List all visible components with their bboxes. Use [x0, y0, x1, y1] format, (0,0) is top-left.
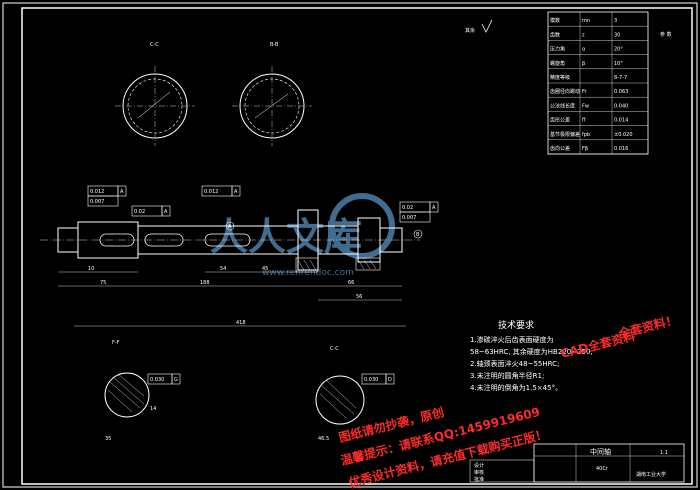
svg-text:G: G [174, 377, 178, 383]
gear-table-cell: 0.063 [614, 89, 628, 95]
gear-table-cell: fpb [582, 132, 590, 138]
svg-text:40Cr: 40Cr [596, 466, 609, 472]
svg-text:418: 418 [236, 320, 246, 326]
gear-table-cell: ff [582, 118, 586, 124]
svg-text:其余: 其余 [465, 27, 475, 34]
gear-table-cell: Fr [582, 89, 588, 95]
svg-text:C-C: C-C [150, 42, 159, 48]
section-view-c-top: C-C [115, 42, 195, 146]
gear-table-cell: 压力角 [550, 46, 565, 53]
gear-table-cell: 20° [614, 47, 623, 53]
svg-text:C-C: C-C [330, 346, 339, 352]
title-block: 中间轴 湖南工业大学 1:1 40Cr 设计 审核 批准 [469, 443, 685, 483]
svg-text:B: B [416, 232, 420, 238]
svg-text:188: 188 [200, 280, 210, 286]
gear-table-cell: 30 [614, 32, 620, 38]
svg-text:0.012: 0.012 [90, 189, 104, 195]
svg-text:设计: 设计 [474, 462, 484, 469]
gear-table-cell: 螺旋角 [550, 60, 565, 67]
svg-text:66: 66 [348, 280, 354, 286]
section-view-c-bottom: C-C 0.030 D 46.5 [315, 346, 395, 442]
svg-text:0.030: 0.030 [364, 377, 378, 383]
datum-markers: A B [225, 221, 423, 239]
svg-text:0.030: 0.030 [150, 377, 164, 383]
gear-table-cell: 0.040 [614, 103, 628, 109]
gear-table-cell: Fw [582, 103, 589, 109]
svg-text:10: 10 [88, 266, 94, 272]
gear-table-cell: 0.016 [614, 146, 628, 152]
gear-table-cell: 0.014 [614, 118, 628, 124]
svg-text:0.007: 0.007 [402, 215, 416, 221]
gear-table-cell: 3 [614, 18, 617, 24]
svg-text:54: 54 [220, 266, 226, 272]
tolerance-frames: 0.012 A 0.007 0.02 A 0.012 A 0.02 A 0.00… [87, 185, 439, 223]
svg-text:58~63HRC, 其余硬度为HB220~250;: 58~63HRC, 其余硬度为HB220~250; [470, 347, 593, 356]
svg-text:0.007: 0.007 [90, 199, 104, 205]
gear-table-cell: 公法线长度 [550, 102, 575, 109]
svg-text:46.5: 46.5 [318, 436, 329, 442]
gear-table-cell: 精度等级 [550, 74, 570, 81]
section-view-b-top: B-B [232, 42, 312, 146]
gear-table-cell: 10° [614, 61, 623, 67]
watermark-logo: 人人文库 www.renrendoc.com [210, 193, 395, 278]
gear-table-cell: 齿数 [550, 31, 560, 38]
svg-text:0.02: 0.02 [402, 205, 413, 211]
roughness-mark: 其余 [465, 19, 493, 34]
svg-text:2.轴颈表面淬火48~55HRC;: 2.轴颈表面淬火48~55HRC; [470, 359, 559, 368]
svg-text:审核: 审核 [474, 469, 484, 476]
gear-table-cell: z [582, 32, 585, 38]
gear-table-cell: 基节极限偏差 [550, 131, 580, 138]
svg-text:0.02: 0.02 [134, 209, 145, 215]
gear-table-cell: α [582, 47, 586, 53]
svg-text:www.renrendoc.com: www.renrendoc.com [262, 268, 354, 278]
svg-text:参 数: 参 数 [660, 31, 672, 38]
svg-text:45: 45 [262, 266, 268, 272]
svg-text:A: A [432, 205, 436, 211]
gear-table-cell: 齿向公差 [550, 145, 570, 152]
technical-requirements: 技术要求 1.渗碳淬火后齿表面硬度为 58~63HRC, 其余硬度为HB220~… [470, 319, 593, 392]
shaft-dimensions: 10 75 188 54 45 66 56 418 [58, 266, 406, 327]
svg-text:全套资料！: 全套资料！ [616, 312, 679, 341]
svg-text:B-B: B-B [270, 42, 279, 48]
svg-text:A: A [228, 224, 232, 230]
svg-text:14: 14 [150, 406, 156, 412]
svg-text:0.012: 0.012 [204, 189, 218, 195]
gear-table-cell: 齿形公差 [550, 117, 570, 124]
section-view-f: F-F 0.030 G 35 14 [104, 340, 181, 442]
svg-text:A: A [120, 189, 124, 195]
shaft-main-view [40, 209, 420, 273]
svg-text:D: D [388, 377, 392, 383]
gear-table-cell: ±0.020 [614, 132, 633, 138]
svg-text:人人文库: 人人文库 [210, 215, 362, 259]
svg-text:1:1: 1:1 [660, 450, 668, 456]
gear-table-cell: β [582, 61, 585, 67]
drawing-frame [21, 7, 693, 485]
gear-table-cell: 齿圈径向跳动 [550, 88, 580, 95]
gear-table-cell: Fβ [582, 146, 588, 152]
svg-text:技术要求: 技术要求 [498, 319, 534, 331]
gear-table-cell: 8-7-7 [614, 75, 627, 81]
svg-text:中间轴: 中间轴 [590, 447, 611, 456]
svg-text:A: A [234, 189, 238, 195]
svg-text:批准: 批准 [474, 476, 484, 483]
gear-table-cell: 模数 [550, 17, 560, 24]
svg-text:湖南工业大学: 湖南工业大学 [636, 471, 666, 478]
gear-table-cell: mn [582, 18, 590, 24]
svg-text:A: A [164, 209, 168, 215]
svg-text:56: 56 [356, 294, 362, 300]
svg-text:1.渗碳淬火后齿表面硬度为: 1.渗碳淬火后齿表面硬度为 [470, 335, 554, 344]
svg-text:35: 35 [105, 436, 111, 442]
svg-text:3.未注明的圆角半径R1;: 3.未注明的圆角半径R1; [470, 371, 544, 380]
svg-text:F-F: F-F [112, 340, 120, 346]
svg-text:4.未注明的倒角为1.5×45°。: 4.未注明的倒角为1.5×45°。 [470, 383, 562, 392]
svg-text:75: 75 [100, 280, 106, 286]
